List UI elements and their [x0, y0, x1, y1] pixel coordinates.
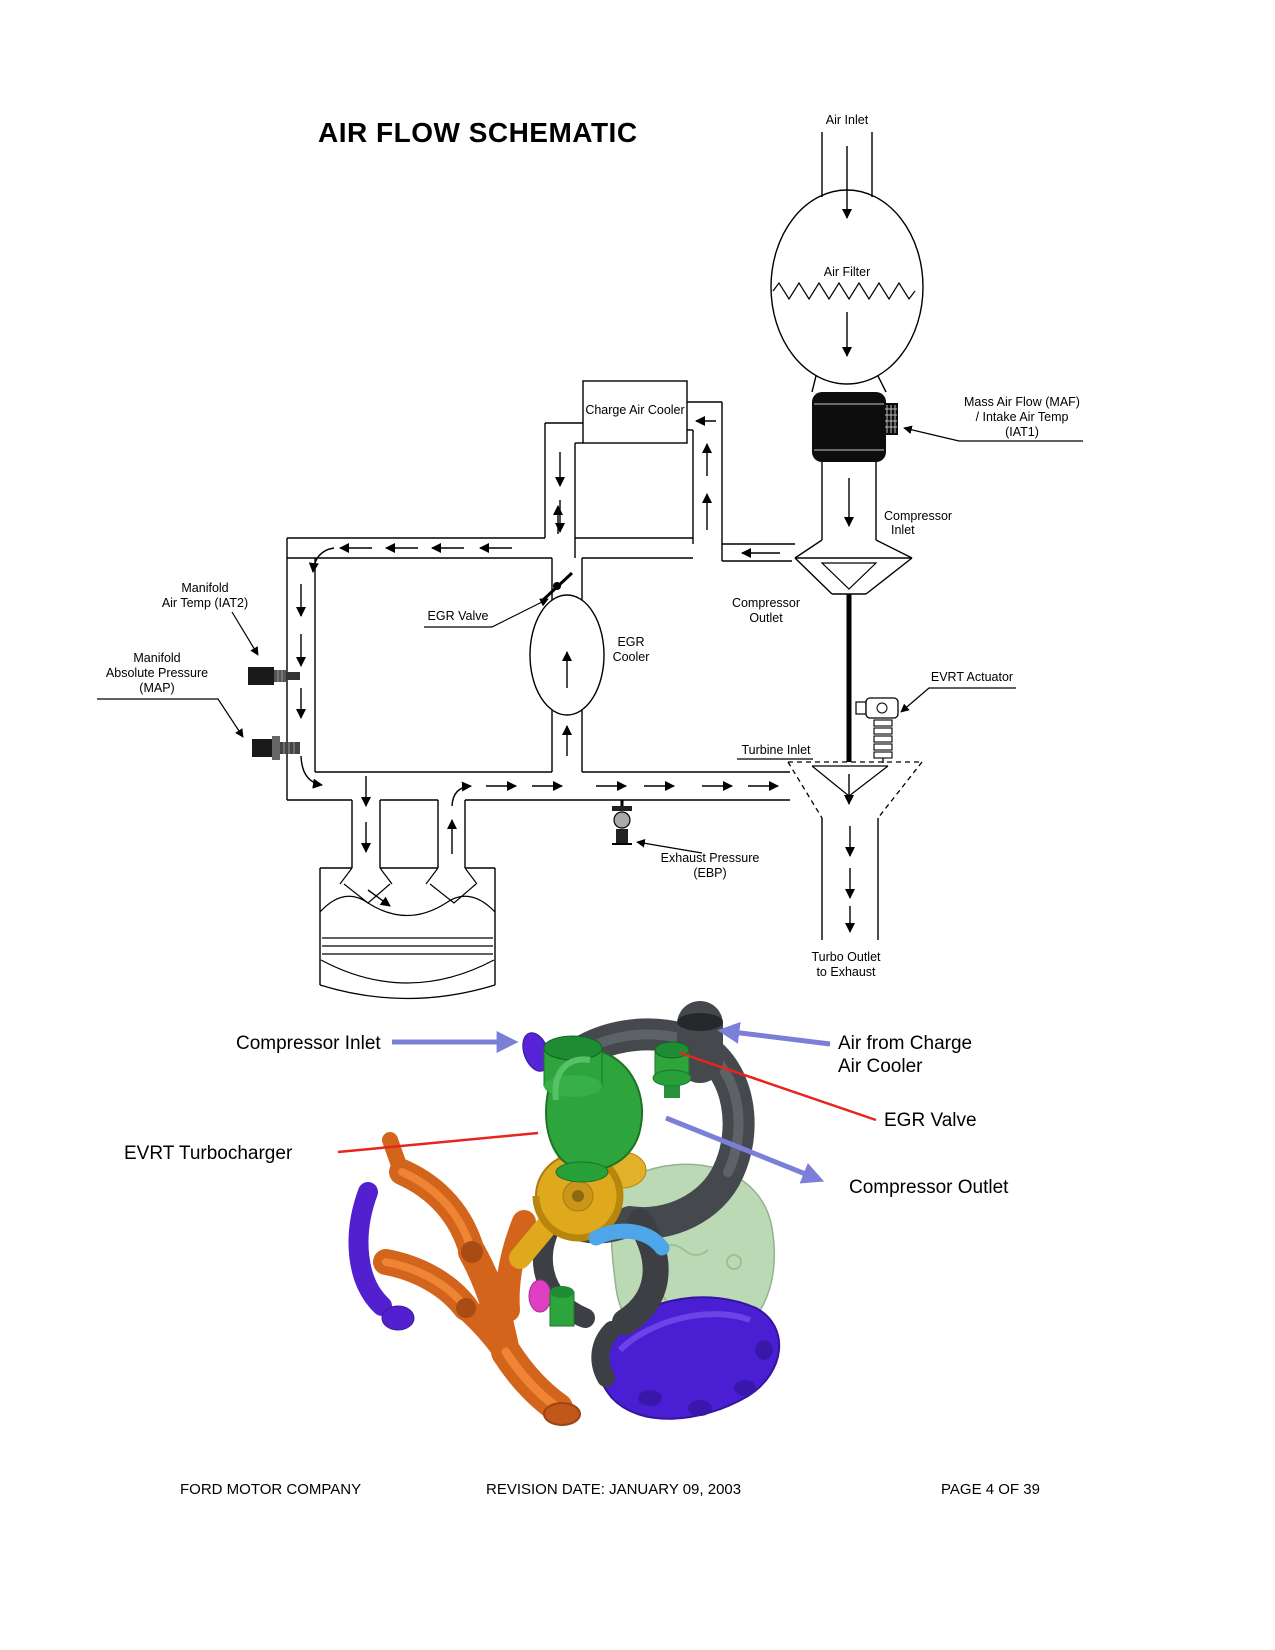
callout-labels: Compressor Inlet Air from Charge Air Coo…: [124, 1021, 1009, 1198]
footer-page-number: PAGE 4 OF 39: [941, 1481, 1040, 1498]
egr-valve-green: [652, 1041, 692, 1098]
turbine-symbol: [787, 761, 923, 819]
label-evrt-actuator: EVRT Actuator: [931, 670, 1013, 684]
label-ebp-2: (EBP): [693, 866, 726, 880]
small-green-stub: [549, 1286, 575, 1327]
engine-illustration: [348, 1001, 780, 1426]
egr-valve-leader: [679, 1051, 877, 1122]
label-compressor-outlet-2: Outlet: [749, 611, 783, 625]
charge-air-cooler-box: [544, 380, 688, 558]
compressor-outlet-duct: [687, 401, 795, 562]
label-turbo-outlet-1: Turbo Outlet: [811, 950, 881, 964]
callout-egr-valve: EGR Valve: [884, 1110, 977, 1131]
compressor-symbol: [794, 539, 913, 595]
label-egr-cooler-1: EGR: [617, 635, 644, 649]
evrt-turbo-leader: [337, 1131, 539, 1154]
callout-air-from-cac-1: Air from Charge: [838, 1033, 972, 1054]
schematic-diagram: Air Inlet Air Filter Mass Air Flow (MAF)…: [97, 113, 1083, 1000]
valve-cover-bumps: [638, 1340, 773, 1416]
intake-manifold-duct: [287, 537, 693, 574]
evrt-actuator-symbol: [855, 697, 899, 763]
egr-valve-symbol: [541, 571, 574, 602]
label-ebp-1: Exhaust Pressure: [661, 851, 760, 865]
egr-cooler-symbol: [529, 504, 605, 772]
compressor-outlet-arrow: [665, 1115, 825, 1184]
label-map-1: Manifold: [133, 651, 180, 665]
engine-cylinder-symbol: [319, 800, 496, 1000]
label-iat2-1: Manifold: [181, 581, 228, 595]
callout-compressor-outlet: Compressor Outlet: [849, 1177, 1009, 1198]
label-compressor-inlet-1: Compressor: [884, 509, 952, 523]
cyan-tube: [588, 1223, 670, 1256]
iat2-sensor-symbol: [248, 667, 300, 685]
label-map-2: Absolute Pressure: [106, 666, 208, 680]
intake-elbow-green: [543, 1035, 644, 1183]
label-charge-air-cooler: Charge Air Cooler: [585, 403, 684, 417]
page-title: AIR FLOW SCHEMATIC: [318, 117, 638, 148]
exhaust-manifold-orange: [373, 1132, 581, 1426]
callout-air-from-cac-2: Air Cooler: [838, 1056, 923, 1077]
exhaust-manifold-duct: [287, 771, 790, 854]
label-iat2-2: Air Temp (IAT2): [162, 596, 248, 610]
magenta-part: [528, 1279, 552, 1313]
label-egr-cooler-2: Cooler: [613, 650, 650, 664]
callout-compressor-inlet: Compressor Inlet: [236, 1033, 381, 1054]
air-filter-symbol: [770, 189, 924, 385]
label-compressor-outlet-1: Compressor: [732, 596, 800, 610]
compressor-inlet-duct: [821, 462, 877, 540]
intake-downcomer-duct: [286, 538, 323, 800]
maf-sensor-symbol: [811, 375, 898, 462]
label-turbine-inlet: Turbine Inlet: [741, 743, 811, 757]
footer-company: FORD MOTOR COMPANY: [180, 1481, 361, 1498]
label-maf-3: (IAT1): [1005, 425, 1039, 439]
footer: FORD MOTOR COMPANY REVISION DATE: JANUAR…: [180, 1481, 1040, 1498]
leader-lines: [97, 425, 1083, 854]
callout-evrt-turbocharger: EVRT Turbocharger: [124, 1143, 293, 1164]
air-from-cac-arrow: [717, 1021, 831, 1047]
label-compressor-inlet-2: Inlet: [891, 523, 915, 537]
air-inlet-duct: [821, 132, 873, 220]
label-maf-2: / Intake Air Temp: [976, 410, 1069, 424]
valve-cover-highlight: [617, 1311, 752, 1353]
label-map-3: (MAP): [139, 681, 174, 695]
label-turbo-outlet-2: to Exhaust: [816, 965, 876, 979]
footer-revision-date: REVISION DATE: JANUARY 09, 2003: [486, 1481, 741, 1498]
ebp-sensor-symbol: [612, 800, 632, 845]
label-egr-valve: EGR Valve: [428, 609, 489, 623]
label-maf-1: Mass Air Flow (MAF): [964, 395, 1080, 409]
label-air-filter: Air Filter: [824, 265, 871, 279]
turbo-outlet-duct: [821, 818, 879, 940]
map-sensor-symbol: [252, 736, 300, 760]
label-air-inlet: Air Inlet: [826, 113, 869, 127]
